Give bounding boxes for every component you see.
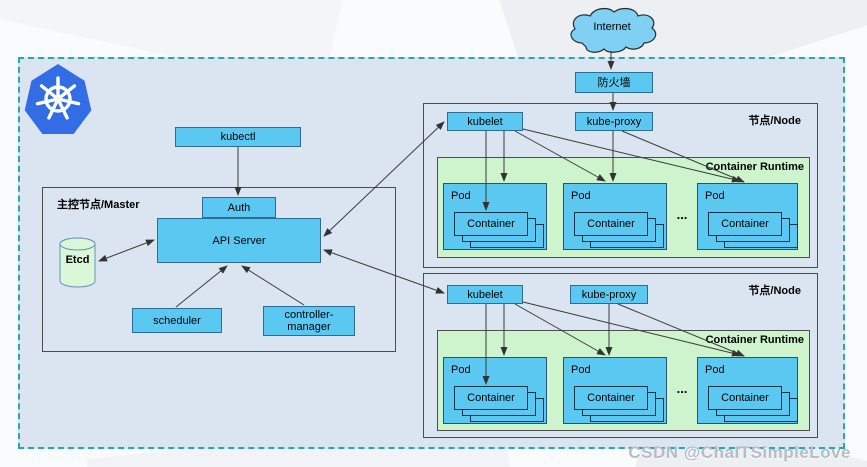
pods-ellipsis: ... (676, 207, 688, 222)
pod-box: Pod Container (697, 183, 798, 250)
internet-cloud: Internet (563, 4, 661, 58)
kubectl-box: kubectl (175, 127, 301, 147)
scheduler-box: scheduler (132, 308, 222, 333)
container-runtime-title: Container Runtime (705, 334, 804, 346)
kubernetes-logo (24, 64, 92, 134)
pod-label: Pod (451, 190, 471, 202)
kubelet-box: kubelet (447, 112, 523, 131)
auth-box: Auth (202, 197, 276, 218)
container-box: Container (454, 212, 528, 236)
firewall-box: 防火墙 (575, 72, 653, 93)
pod-label: Pod (451, 364, 471, 376)
watermark: CSDN @ChaITSimpleLove (628, 443, 851, 462)
node-title: 节点/Node (748, 115, 801, 127)
node-box: 节点/Node (423, 273, 818, 438)
container-stack: Container (454, 212, 548, 250)
node-title: 节点/Node (748, 285, 801, 297)
pod-box: Pod Container (563, 183, 667, 250)
kube-proxy-box: kube-proxy (575, 112, 653, 131)
pod-label: Pod (571, 190, 591, 202)
container-runtime-title: Container Runtime (705, 161, 804, 173)
pod-box: Pod Container (563, 357, 667, 424)
master-title: 主控节点/Master (57, 199, 140, 211)
cylinder-icon (59, 237, 96, 288)
container-box: Container (574, 386, 648, 410)
internet-label: Internet (593, 21, 631, 33)
container-box: Container (708, 386, 782, 410)
pod-box: Pod Container (697, 357, 798, 424)
helm-wheel-icon (35, 76, 81, 120)
container-box: Container (574, 212, 648, 236)
etcd-cylinder: Etcd (59, 237, 96, 288)
pod-label: Pod (705, 364, 725, 376)
pod-label: Pod (571, 364, 591, 376)
pod-box: Pod Container (443, 183, 547, 250)
container-stack: Container (574, 386, 668, 424)
container-stack: Container (708, 386, 802, 424)
etcd-label: Etcd (65, 254, 90, 266)
container-stack: Container (454, 386, 548, 424)
pod-label: Pod (705, 190, 725, 202)
kubelet-box: kubelet (447, 285, 523, 304)
cloud-icon (570, 7, 657, 53)
controller-manager-box: controller-manager (263, 306, 355, 336)
container-stack: Container (708, 212, 802, 250)
kube-proxy-box: kube-proxy (570, 285, 648, 304)
pod-box: Pod Container (443, 357, 547, 424)
container-box: Container (708, 212, 782, 236)
api-server-box: API Server (157, 218, 321, 263)
container-stack: Container (574, 212, 668, 250)
pods-ellipsis: ... (676, 381, 688, 396)
container-box: Container (454, 386, 528, 410)
